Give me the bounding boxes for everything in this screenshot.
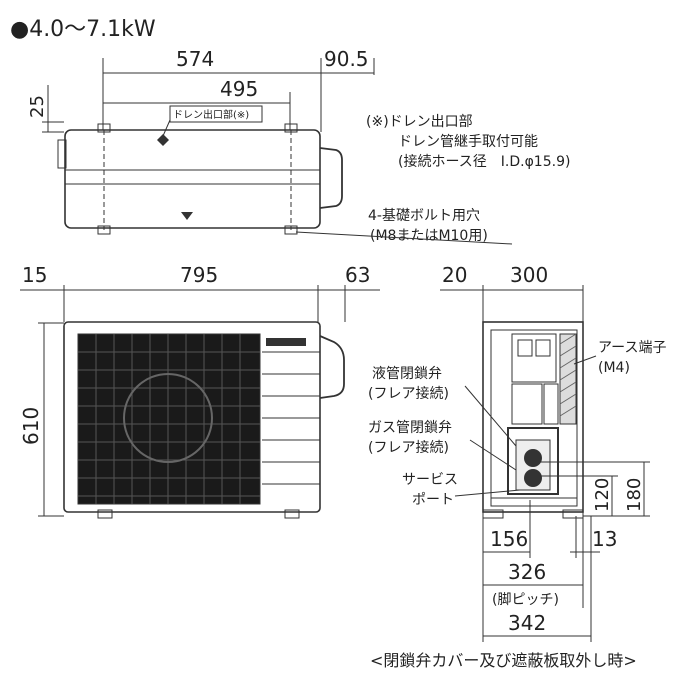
top-view: 574 90.5 495 25 ドレン出口部(※) xyxy=(27,47,570,245)
side-view: 20 300 液管閉鎖弁 (フレア接続) ガス管閉鎖弁 (フ xyxy=(368,263,666,670)
bolt-hole-line1: 4-基礎ボルト用穴 xyxy=(368,207,480,224)
dim-795: 795 xyxy=(180,263,218,287)
side-view-caption: <閉鎖弁カバー及び遮蔽板取外し時> xyxy=(370,651,637,670)
gas-valve-line1: ガス管閉鎖弁 xyxy=(368,420,452,436)
dim-610: 610 xyxy=(19,407,43,445)
dim-495: 495 xyxy=(220,77,258,101)
bolt-hole-line2: (M8またはM10用) xyxy=(370,228,488,244)
title: ●4.0〜7.1kW xyxy=(10,17,156,42)
front-view: 15 795 63 610 xyxy=(19,263,380,519)
liquid-valve-line2: (フレア接続) xyxy=(368,385,449,402)
note-drain-line3: (接続ホース径 I.D.φ15.9) xyxy=(398,153,570,170)
earth-terminal-line2: (M4) xyxy=(598,360,630,376)
note-drain-line2: ドレン管継手取付可能 xyxy=(398,134,538,150)
dim-326: 326 xyxy=(508,560,546,584)
dim-15: 15 xyxy=(22,263,47,287)
drain-outlet-label: ドレン出口部(※) xyxy=(173,108,249,121)
dim-63: 63 xyxy=(345,263,370,287)
dim-156: 156 xyxy=(490,527,528,551)
liquid-valve-line1: 液管閉鎖弁 xyxy=(372,366,442,382)
dim-574: 574 xyxy=(176,47,214,71)
leg-pitch-label: (脚ピッチ) xyxy=(492,592,559,608)
dim-120: 120 xyxy=(592,478,613,512)
service-port-line2: ポート xyxy=(412,492,454,508)
dim-20: 20 xyxy=(442,263,467,287)
dim-25: 25 xyxy=(27,95,48,118)
dim-342: 342 xyxy=(508,611,546,635)
earth-terminal-line1: アース端子 xyxy=(598,340,666,356)
dim-90-5: 90.5 xyxy=(324,47,369,71)
dim-13: 13 xyxy=(592,527,617,551)
gas-valve-line2: (フレア接続) xyxy=(368,439,449,456)
note-drain-line1: (※)ドレン出口部 xyxy=(366,114,473,130)
dim-300: 300 xyxy=(510,263,548,287)
dim-180: 180 xyxy=(624,478,645,512)
service-port-line1: サービス xyxy=(402,472,458,488)
